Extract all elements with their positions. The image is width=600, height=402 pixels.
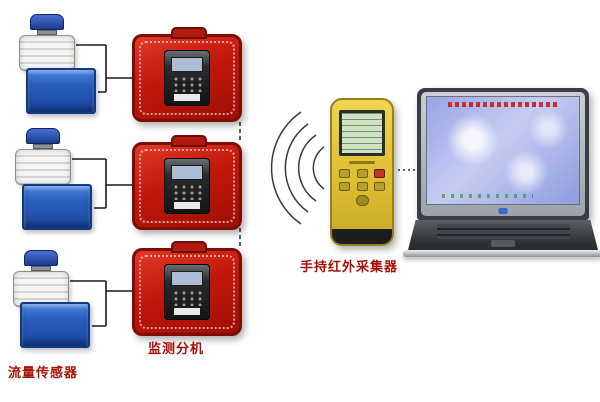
monitor-case <box>132 135 242 230</box>
flow-sensor-label: 流量传感器 <box>8 365 79 380</box>
sensor-connector-line <box>76 44 132 93</box>
handheld-power-key <box>373 169 385 178</box>
handheld-base <box>332 229 392 244</box>
panel-sticker <box>174 202 200 209</box>
handheld-key <box>339 169 351 178</box>
sensor-body <box>13 271 69 307</box>
monitor-case <box>132 241 242 336</box>
sensor-tank <box>20 302 90 348</box>
panel-keypad <box>170 183 204 200</box>
panel-sticker <box>174 308 200 315</box>
handheld-lcd <box>339 110 385 156</box>
laptop <box>403 88 600 258</box>
case-handle <box>171 241 207 253</box>
panel-keypad <box>170 75 204 92</box>
handheld-enter-key <box>355 195 369 206</box>
sensor-tank <box>26 68 96 114</box>
monitor-unit-label: 监测分机 <box>148 341 205 356</box>
panel-keypad <box>170 289 204 306</box>
case-rivets <box>139 149 235 223</box>
sensor-head <box>24 250 58 266</box>
screen-title-text-decoration <box>448 102 558 107</box>
case-handle <box>171 27 207 39</box>
case-handle <box>171 135 207 147</box>
case-panel <box>164 158 210 214</box>
panel-screen <box>171 57 203 72</box>
laptop-keyboard <box>436 224 570 239</box>
wireless-waves-icon <box>270 111 325 225</box>
panel-screen <box>171 165 203 180</box>
case-rivets <box>139 255 235 329</box>
sensor-body <box>19 35 75 71</box>
laptop-screen <box>417 88 589 220</box>
sensor-tank <box>22 184 92 230</box>
sensor-neck <box>33 144 53 149</box>
handheld-collector <box>330 98 394 246</box>
monitor-case <box>132 27 242 122</box>
sensor-neck <box>37 30 57 35</box>
panel-sticker <box>174 94 200 101</box>
handheld-key <box>373 182 385 191</box>
handheld-label: 手持红外采集器 <box>300 259 399 274</box>
flow-sensor <box>14 128 72 185</box>
sensor-body <box>15 149 71 185</box>
sensor-head <box>30 14 64 30</box>
handheld-key <box>356 182 368 191</box>
handheld-key <box>339 182 351 191</box>
laptop-base <box>408 220 598 250</box>
flow-sensor <box>12 250 70 307</box>
laptop-touchpad <box>491 240 515 247</box>
handheld-keypad <box>339 169 385 206</box>
laptop-bezel <box>421 92 585 216</box>
sensor-connector-line <box>70 280 132 327</box>
panel-screen <box>171 271 203 286</box>
laptop-screen-image <box>426 96 580 205</box>
laptop-logo <box>498 208 508 214</box>
sensor-connector-line <box>72 158 132 209</box>
case-rivets <box>139 41 235 115</box>
handheld-brand-strip <box>349 161 375 164</box>
laptop-front-edge <box>403 250 600 257</box>
case-panel <box>164 264 210 320</box>
screen-marks-decoration <box>442 194 534 198</box>
case-panel <box>164 50 210 106</box>
handheld-key <box>356 169 368 178</box>
flow-sensor <box>18 14 76 71</box>
sensor-head <box>26 128 60 144</box>
sensor-neck <box>31 266 51 271</box>
